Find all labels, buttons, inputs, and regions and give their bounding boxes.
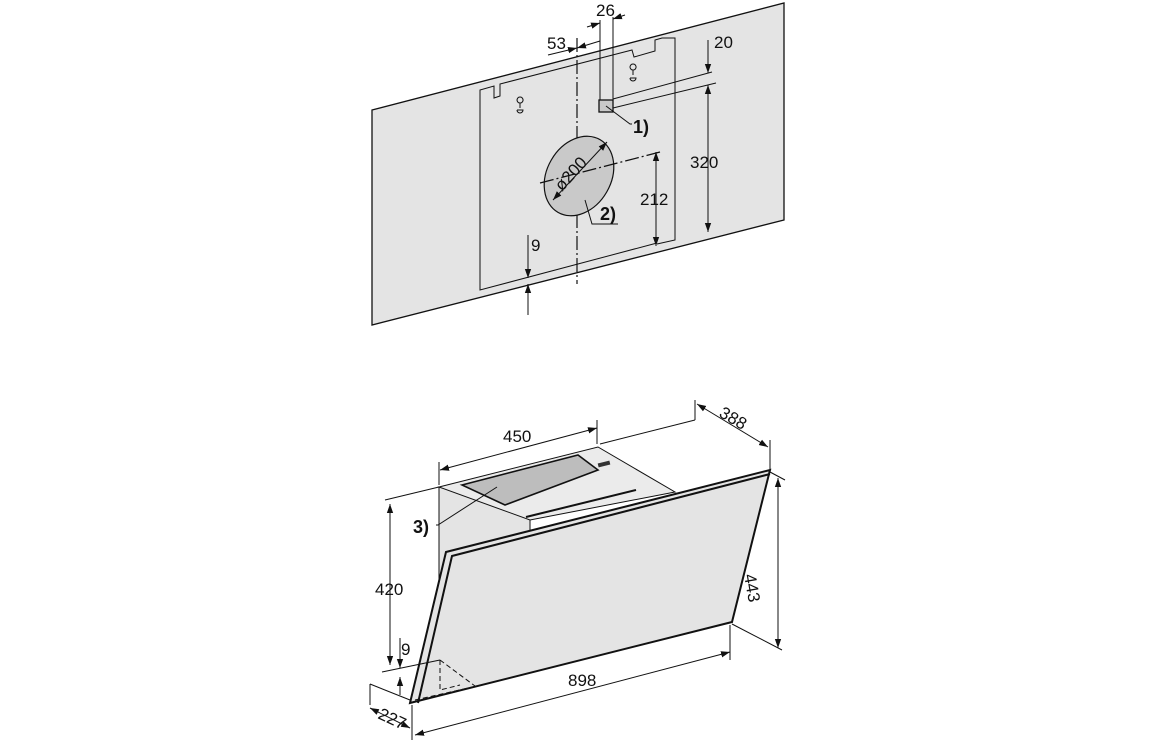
- hood-drawing: 450 388 420 9 443 898 227 3): [369, 400, 786, 740]
- keyhole-left: [516, 96, 524, 114]
- callout-1: 1): [633, 117, 649, 137]
- dim-443: 443: [740, 572, 764, 603]
- dim-53: 53: [547, 34, 566, 53]
- callout-2: 2): [600, 204, 616, 224]
- template-outline: [479, 37, 676, 291]
- dim-20: 20: [714, 33, 733, 52]
- dim-450: 450: [503, 427, 531, 446]
- dim-898: 898: [568, 671, 596, 690]
- keyhole-right: [629, 63, 637, 82]
- dim-388: 388: [716, 403, 750, 434]
- dim-320: 320: [690, 153, 718, 172]
- diameter-arrow: [552, 141, 608, 201]
- callout-3: 3): [413, 517, 429, 537]
- wall-template-drawing: 26 53 20 320 212 9 ø200 1) 2): [371, 1, 785, 326]
- dim-420: 420: [375, 580, 403, 599]
- dim-212: 212: [640, 190, 668, 209]
- dim-26: 26: [596, 1, 615, 20]
- dim-227: 227: [375, 704, 409, 733]
- dim-9-wall: 9: [531, 236, 540, 255]
- dim-9-hood: 9: [401, 640, 410, 659]
